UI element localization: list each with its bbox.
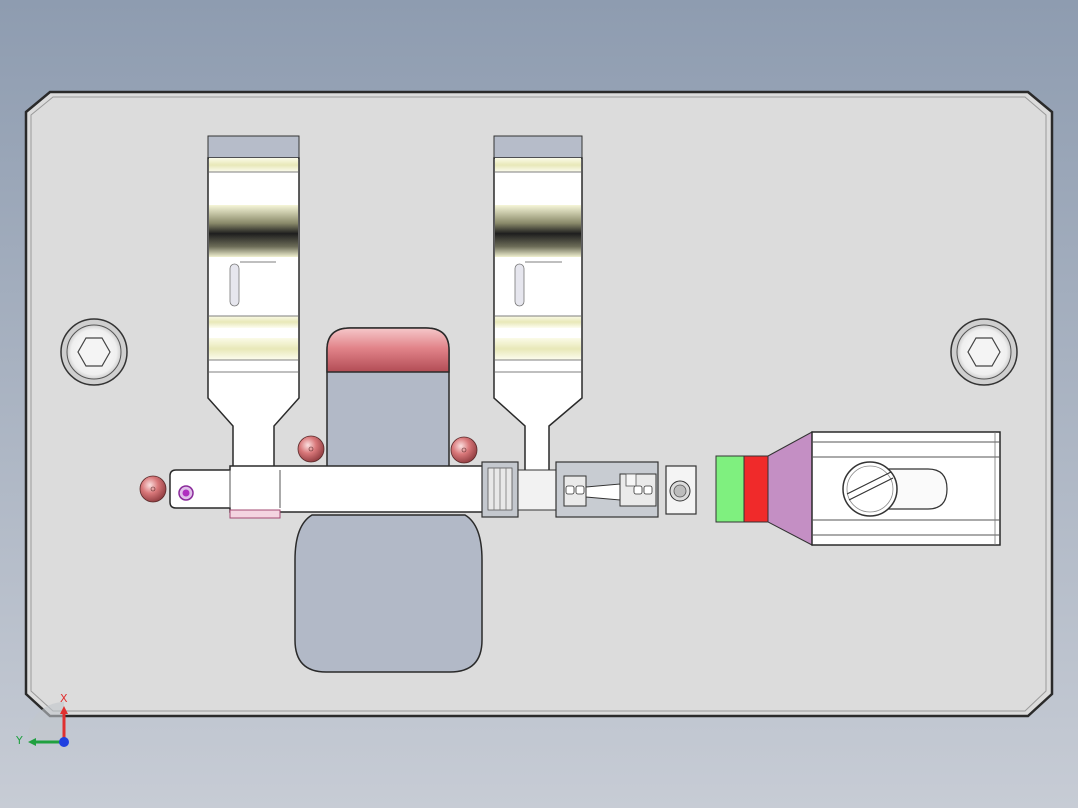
slider-block[interactable] bbox=[715, 431, 1001, 546]
red-face[interactable] bbox=[743, 455, 769, 523]
triad-y-arrow bbox=[28, 738, 36, 746]
hex-socket-bolt-icon bbox=[967, 337, 1001, 367]
hex-socket-bolt-icon bbox=[77, 337, 111, 367]
base-plate-inner-edge bbox=[30, 96, 1047, 712]
sphere-left[interactable] bbox=[139, 475, 167, 503]
stop-nut[interactable] bbox=[665, 465, 697, 515]
triad-z-axis bbox=[59, 737, 69, 747]
upper-pocket[interactable] bbox=[326, 327, 450, 471]
coordinate-triad: X Y bbox=[15, 692, 69, 747]
bolt-right[interactable] bbox=[950, 318, 1018, 386]
triad-x-label: X bbox=[60, 692, 68, 705]
lower-pocket[interactable] bbox=[294, 514, 483, 673]
bolt-left[interactable] bbox=[60, 318, 128, 386]
triad-x-arrow bbox=[60, 706, 68, 714]
hinge-block[interactable] bbox=[481, 461, 557, 518]
actuator-housing[interactable] bbox=[555, 461, 659, 518]
green-face[interactable] bbox=[715, 455, 745, 523]
clamp-bar[interactable] bbox=[169, 465, 485, 519]
clamp-arm-left[interactable] bbox=[207, 135, 300, 503]
slotted-screw-icon[interactable] bbox=[842, 461, 898, 517]
sphere-right[interactable] bbox=[450, 436, 478, 464]
triad-y-label: Y bbox=[15, 734, 23, 747]
sphere-middle[interactable] bbox=[297, 435, 325, 463]
rounded-cap[interactable] bbox=[326, 327, 450, 373]
